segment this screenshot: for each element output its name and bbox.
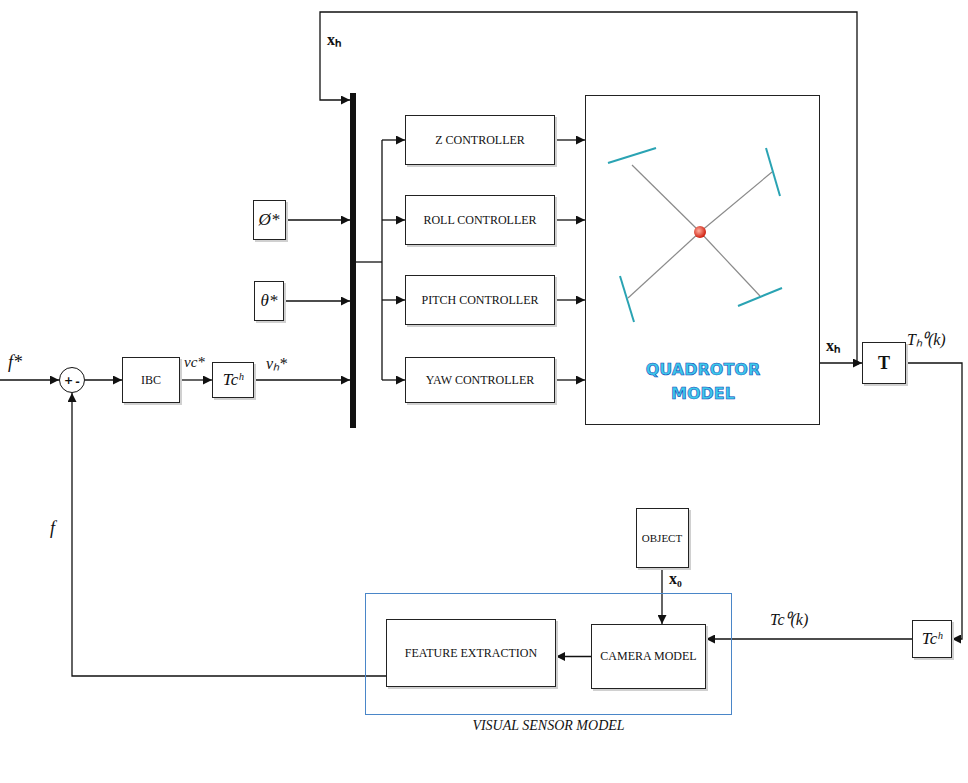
rotor-blade [620,276,634,322]
transform-box: Tcʰ [212,362,254,398]
controller-box: ROLL CONTROLLER [405,195,555,245]
setpoint-box: θ* [254,281,284,321]
box-label: CAMERA MODEL [600,649,696,664]
box-label: QUADROTOR MODEL [633,358,773,406]
rotor-arm [628,232,700,298]
input-line [0,379,59,380]
signal-name: x₀ [669,570,682,588]
quadrotor-hub [694,226,706,238]
sensor-group: VISUAL SENSOR MODELFEATURE EXTRACTIONCAM… [365,593,732,715]
process-box: CAMERA MODEL [591,624,706,689]
signal-name: vₕ* [266,352,287,374]
box-label: Ø* [259,210,280,230]
rotor-blade [766,148,780,196]
box-label: T [878,353,890,374]
transform-box: T [862,342,906,384]
bus-line [356,261,382,262]
box-label: Tcʰ [922,629,942,649]
controller-box: YAW CONTROLLER [405,357,555,403]
sign-symbol: - [75,375,80,388]
signal-arrow [555,139,585,140]
sign-symbol: + [64,374,73,387]
signal-name: Tc⁰(k) [770,608,808,630]
quadrotor-illustration [608,148,782,322]
controller-box: PITCH CONTROLLER [405,275,555,325]
setpoint-box: Ø* [253,200,286,240]
box-label: Tcʰ [223,370,243,390]
signal-name: vc* [184,354,205,371]
signal-arrow [85,379,122,380]
box-label: ROLL CONTROLLER [423,213,536,228]
controller-box: Z CONTROLLER [405,115,555,165]
signal-arrow [180,379,212,380]
signal-line [284,219,350,220]
bus-line [382,219,405,220]
signal-line [254,379,350,380]
box-label: YAW CONTROLLER [426,373,534,388]
signal-name: f [50,518,55,539]
signal-name: xₕ [327,28,341,50]
signal-arrow [820,362,862,363]
signal-name: Tₕ⁰(k) [907,328,946,350]
bus-line [381,140,382,380]
rotor-arm [632,165,700,232]
bus-line [382,379,405,380]
group-title: VISUAL SENSOR MODEL [366,718,731,734]
mux-bar [350,93,356,428]
signal-arrow [555,299,585,300]
box-label: θ* [261,291,278,311]
signal-name: xₕ [826,334,840,356]
object-box: OBJECT [636,508,689,568]
box-label: Z CONTROLLER [435,133,525,148]
signal-line [284,300,350,301]
controller-box: IBC [122,357,180,403]
plant-box: QUADROTOR MODEL [585,95,820,425]
bus-line [382,139,405,140]
signal-name: f* [8,352,22,373]
signal-arrow [661,568,662,624]
signal-arrow [72,393,386,676]
rotor-blade [608,148,656,163]
signal-arrow [556,656,591,657]
box-label: PITCH CONTROLLER [422,293,539,308]
summing-junction: +- [59,367,85,393]
signal-arrow [706,638,912,639]
transform-box: Tcʰ [912,620,952,658]
signal-arrow [555,219,585,220]
box-label: FEATURE EXTRACTION [405,646,537,661]
rotor-blade [738,288,782,306]
box-label: OBJECT [642,532,682,544]
process-box: FEATURE EXTRACTION [386,619,556,687]
box-label: IBC [141,373,161,388]
state-feedback-line [320,12,857,363]
bus-line [382,299,405,300]
signal-arrow [555,379,585,380]
rotor-arm [700,172,772,232]
rotor-arm [700,232,760,296]
signal-arrow [906,363,962,639]
